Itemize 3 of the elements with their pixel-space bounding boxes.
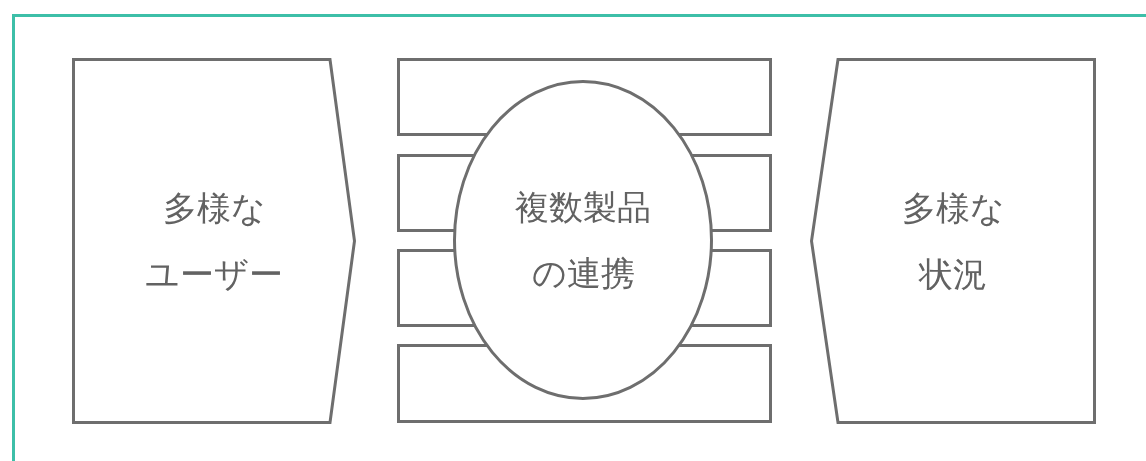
node-label: 多様な状況: [900, 186, 1006, 296]
node-label: 多様なユーザー: [144, 186, 284, 296]
node-label: 複数製品の連携: [514, 185, 652, 295]
